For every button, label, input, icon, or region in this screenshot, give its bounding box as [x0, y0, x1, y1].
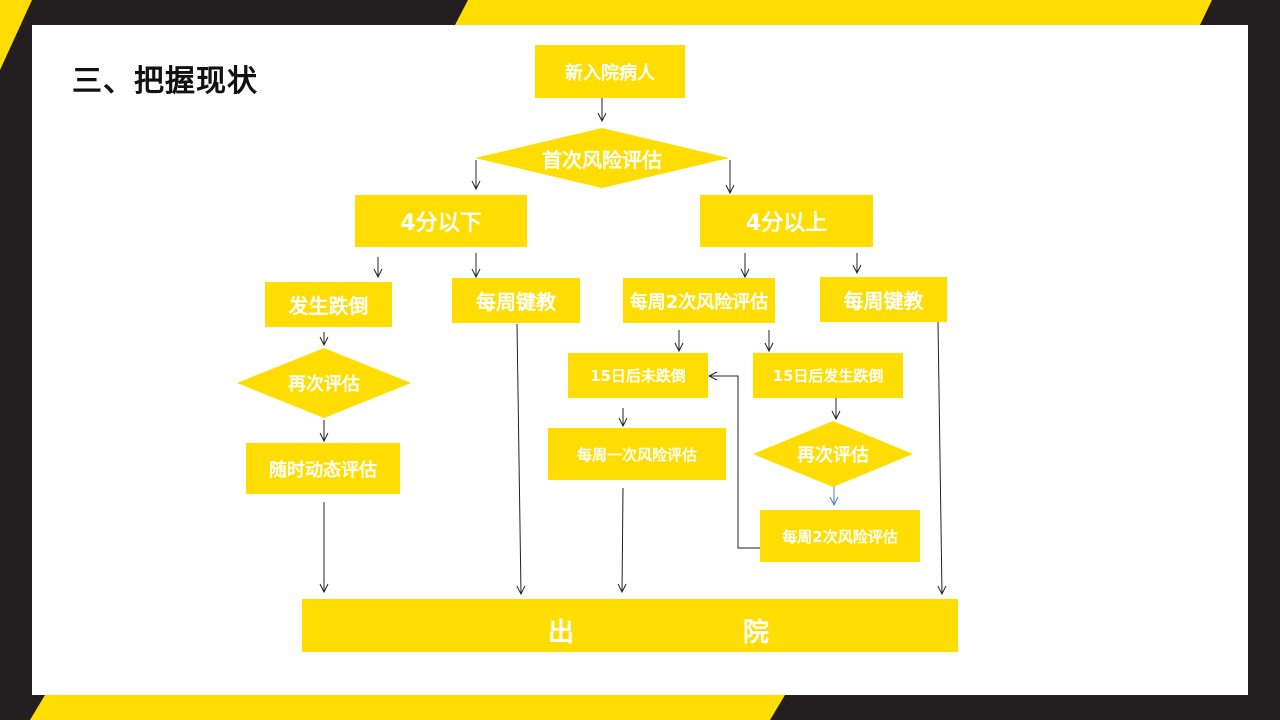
page-title: 三、把握现状 — [72, 64, 258, 99]
node-dynamic-assessment: 随时动态评估 — [246, 443, 400, 494]
bottom-yellow-band — [30, 695, 785, 720]
arrow-loop-back-to-no-fall — [709, 376, 760, 549]
node-reassessment-right: 再次评估 — [753, 421, 913, 487]
top-yellow-band — [455, 0, 1212, 25]
node-reassessment-left: 再次评估 — [237, 348, 411, 418]
node-discharge — [302, 599, 958, 652]
node-fall-occurred: 发生跌倒 — [265, 282, 392, 327]
node-once-weekly-assessment: 每周一次风险评估 — [548, 428, 726, 480]
node-score-above-4: 4分以上 — [700, 195, 873, 247]
node-no-fall-after-15-days: 15日后未跌倒 — [568, 353, 708, 398]
node-twice-weekly-assessment: 每周2次风险评估 — [623, 278, 775, 323]
node-first-risk-assessment: 首次风险评估 — [475, 128, 729, 188]
node-weekly-education-left: 每周键教 — [452, 278, 580, 323]
arrow-right-education-to-discharge — [938, 321, 942, 594]
node-fall-after-15-days: 15日后发生跌倒 — [753, 353, 903, 398]
node-first-risk-assessment-label: 首次风险评估 — [542, 147, 662, 172]
node-discharge-label-1: 出 — [548, 618, 575, 648]
node-reassessment-left-label: 再次评估 — [288, 374, 360, 395]
node-score-below-4: 4分以下 — [355, 195, 527, 247]
node-twice-weekly-assessment-2: 每周2次风险评估 — [760, 510, 920, 562]
arrow-once-weekly-to-discharge — [622, 487, 623, 592]
node-weekly-education-right: 每周键教 — [820, 277, 947, 322]
corner-stripe-top-left — [0, 0, 32, 70]
arrow-left-education-to-discharge — [517, 323, 521, 594]
node-reassessment-right-label: 再次评估 — [797, 445, 869, 466]
node-new-patient: 新入院病人 — [535, 45, 685, 98]
node-discharge-label-2: 院 — [743, 618, 770, 648]
